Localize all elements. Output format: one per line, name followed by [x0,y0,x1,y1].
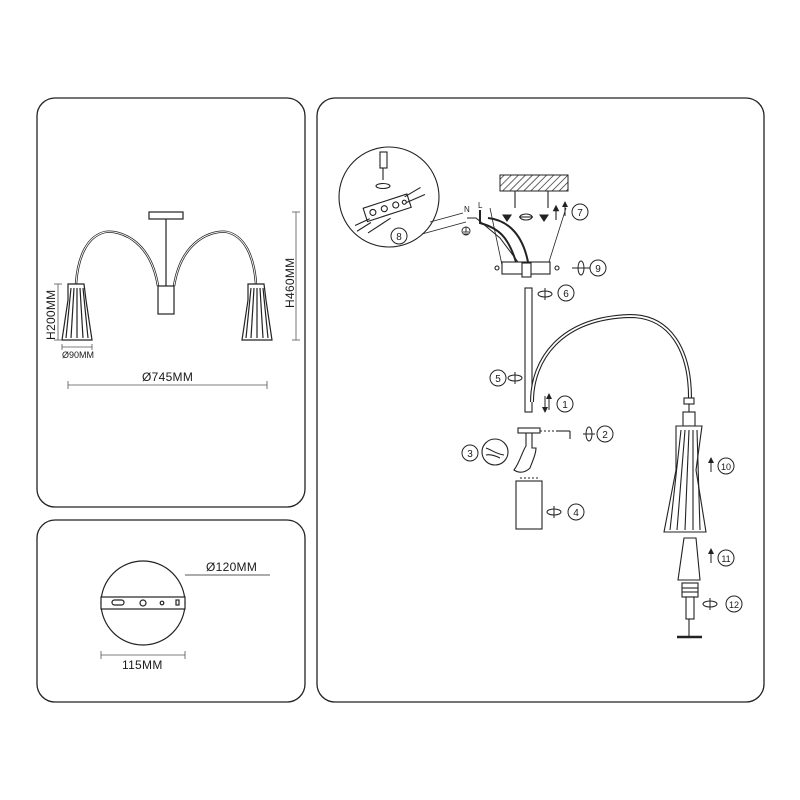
step-1: 1 [562,400,568,411]
dimension-lines [54,211,300,389]
step-2: 2 [602,430,608,441]
assembly-arrows [507,201,718,610]
step-3: 3 [467,449,473,460]
step-12: 12 [729,600,739,610]
step-11: 11 [721,554,730,564]
bracket-width-label: 115MM [122,658,163,672]
step-6: 6 [563,289,569,300]
canopy-diameter-label: Ø120MM [206,560,257,574]
step-4: 4 [573,508,579,519]
shade-assembly [663,397,707,639]
step-7: 7 [577,208,583,219]
wire-label-n: N [464,205,470,214]
ceiling-mount [467,191,590,278]
height-total-label: H460MM [283,258,297,308]
terminal-block-zoom [338,146,467,248]
shade-diameter-label: Ø90MM [62,350,94,360]
height-shade-label: H200MM [44,290,58,340]
chandelier-front-view [61,211,273,341]
step-10: 10 [721,462,731,472]
canopy-detail [100,560,270,659]
dimensions-panel [36,97,306,508]
stem-rod [524,287,692,413]
step-5: 5 [495,374,501,385]
step-9: 9 [595,264,601,275]
canopy-panel [36,519,306,703]
overall-diameter-label: Ø745MM [142,370,193,384]
assembly-panel [316,97,765,703]
step-8: 8 [396,232,402,243]
center-module [481,427,571,530]
ceiling-hatch [499,174,569,192]
step-badges [390,203,743,613]
wire-label-l: L [478,201,483,210]
ground-symbol-icon [461,226,471,236]
